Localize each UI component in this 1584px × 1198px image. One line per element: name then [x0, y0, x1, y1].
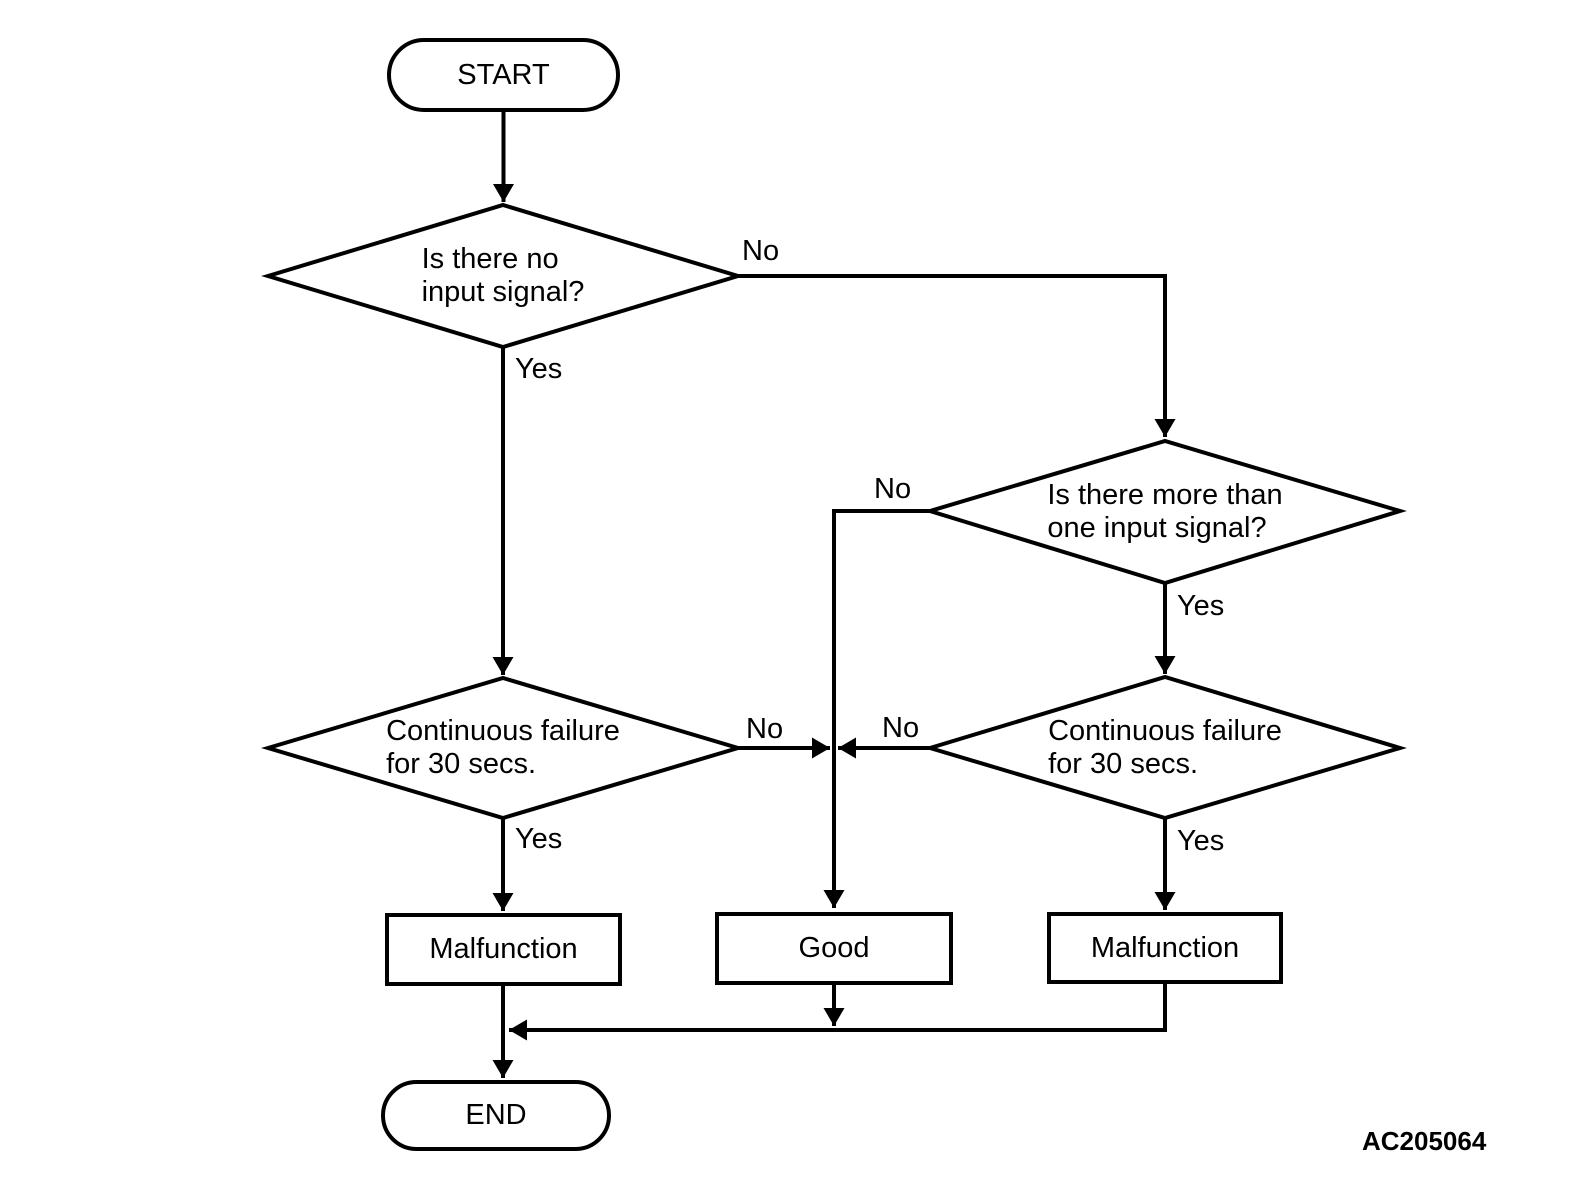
- malfunction-right-label: Malfunction: [1090, 931, 1240, 964]
- continuous-failure-right-diamond: [923, 674, 1407, 821]
- end-node: END: [381, 1080, 611, 1151]
- start-label: START: [457, 58, 550, 91]
- edge-label-continuous-left-yes: Yes: [515, 823, 563, 855]
- edge-label-multi-input-yes: Yes: [1177, 590, 1225, 622]
- edge-label-no-input-no: No: [742, 235, 780, 267]
- edge-multi-input-no-to-good: [823, 509, 930, 908]
- edge-label-continuous-left-no: No: [746, 713, 784, 745]
- start-node: START: [387, 38, 620, 112]
- end-label: END: [465, 1099, 527, 1131]
- good-label: Good: [798, 932, 870, 964]
- edge-label-multi-input-no: No: [874, 473, 912, 505]
- no-input-decision-label: Is there no input signal?: [421, 243, 585, 308]
- multi-input-decision-label: Is there more than one input signal?: [1047, 479, 1283, 544]
- edge-label-continuous-right-yes: Yes: [1177, 825, 1225, 857]
- edge-label-no-input-yes: Yes: [515, 353, 563, 385]
- malfunction-right-node: Malfunction: [1047, 912, 1283, 984]
- edge-no-input-no-to-multi-input: [738, 274, 1176, 437]
- figure-code: AC205064: [1362, 1126, 1487, 1156]
- edge-malfunction-right-to-merge: [509, 984, 1167, 1041]
- good-node: Good: [715, 912, 953, 985]
- continuous-failure-left-label: Continuous failure for 30 secs.: [386, 715, 620, 780]
- malfunction-left-label: Malfunction: [429, 933, 578, 965]
- edge-label-continuous-right-no: No: [882, 712, 920, 744]
- continuous-failure-right-label: Continuous failure for 30 secs.: [1048, 714, 1282, 780]
- multi-input-decision-diamond: [923, 438, 1407, 586]
- malfunction-left-node: Malfunction: [385, 913, 622, 986]
